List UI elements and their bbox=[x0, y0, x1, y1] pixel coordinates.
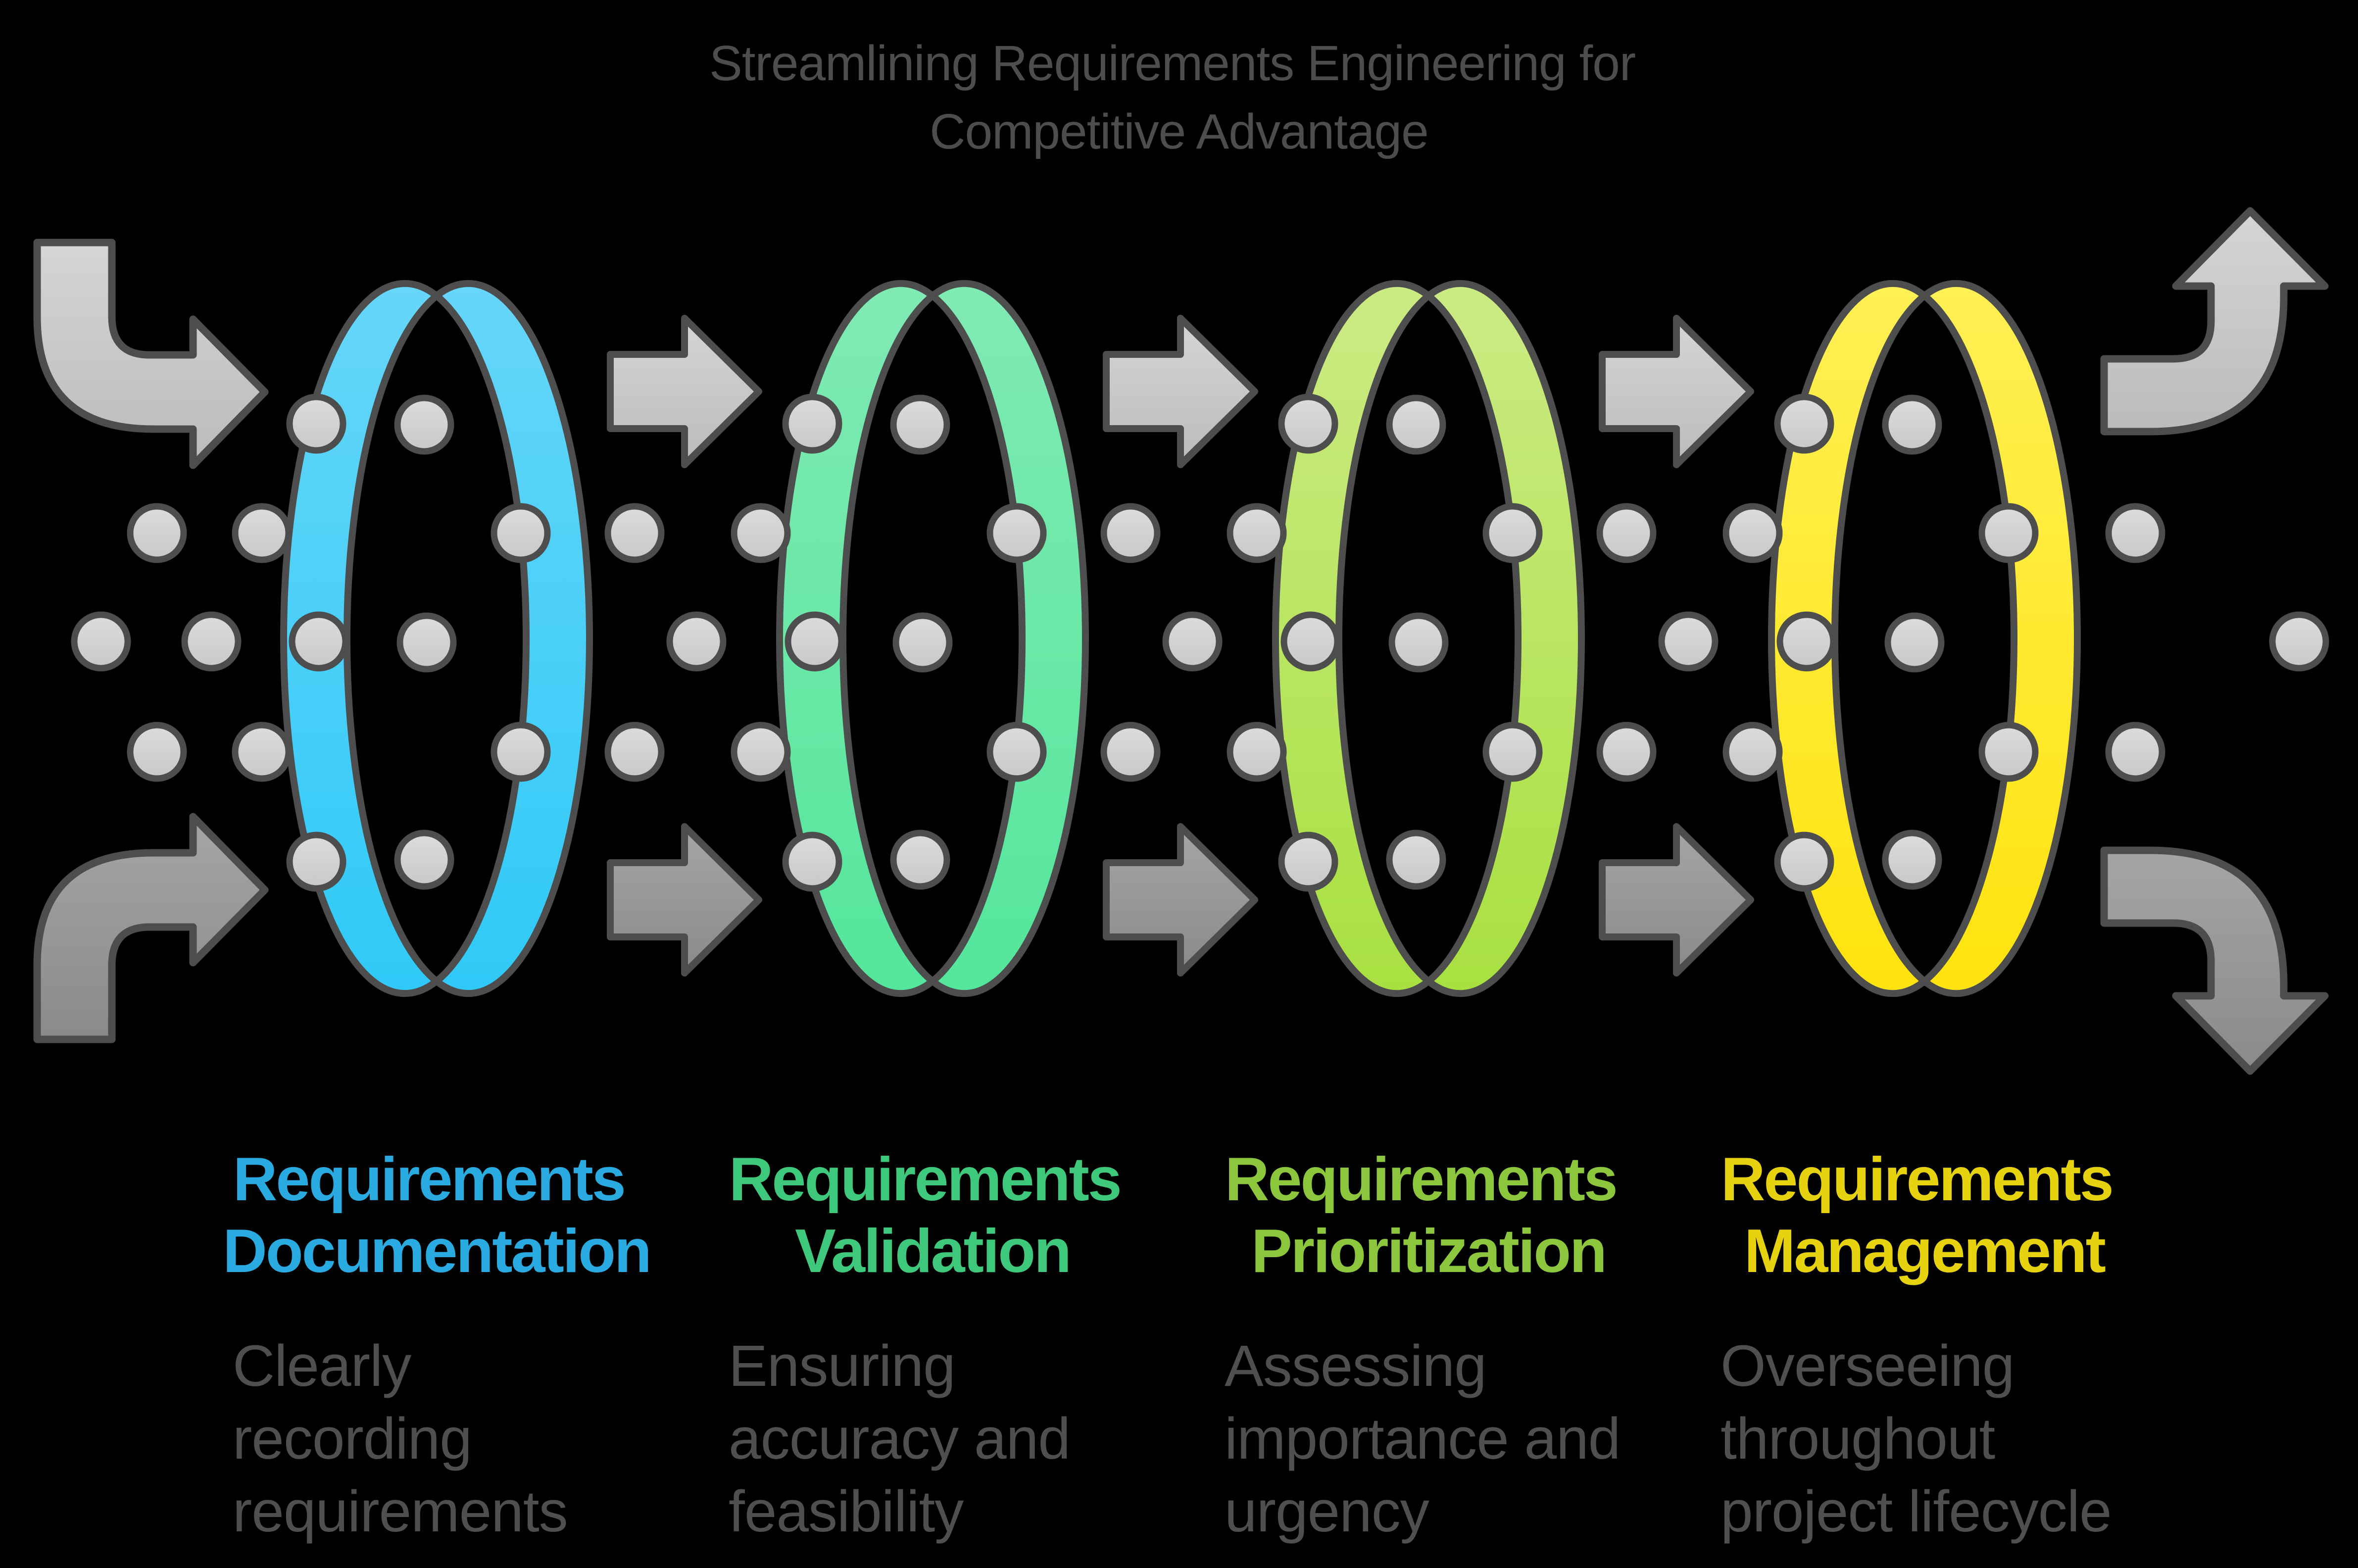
stage-label-line2: Documentation bbox=[223, 1217, 650, 1285]
dot bbox=[1776, 611, 1837, 672]
dot bbox=[394, 830, 454, 890]
stage-desc-line2: throughout bbox=[1720, 1406, 1995, 1471]
stage-label-line1: Requirements bbox=[233, 1145, 625, 1214]
dot bbox=[1388, 612, 1449, 673]
dot bbox=[1658, 611, 1719, 672]
dot bbox=[1482, 722, 1543, 782]
dot bbox=[890, 394, 950, 455]
stage-desc-line1: Clearly bbox=[233, 1333, 411, 1399]
dot bbox=[1774, 393, 1834, 454]
dot bbox=[666, 611, 727, 672]
dot bbox=[1722, 722, 1783, 782]
dot bbox=[396, 612, 457, 673]
stage-desc-line2: recording bbox=[233, 1406, 472, 1471]
dot bbox=[127, 722, 187, 782]
stage-label: Requirements Documentation bbox=[223, 1145, 650, 1285]
stage-desc-line2: accuracy and bbox=[729, 1406, 1070, 1471]
stage-description: Overseeing throughout project lifecycle bbox=[1720, 1333, 2112, 1544]
stage-label-line2: Prioritization bbox=[1251, 1217, 1606, 1285]
dot bbox=[1482, 503, 1543, 563]
dot bbox=[1596, 722, 1657, 782]
dot-field bbox=[71, 393, 2329, 892]
dot bbox=[286, 393, 346, 454]
dot bbox=[286, 832, 346, 892]
dot bbox=[1774, 832, 1834, 892]
stage-label-line1: Requirements bbox=[1721, 1145, 2112, 1214]
dot bbox=[2105, 503, 2165, 563]
dot bbox=[1978, 503, 2039, 563]
dot bbox=[1162, 611, 1223, 672]
dot bbox=[986, 503, 1047, 563]
dot bbox=[1882, 394, 1942, 455]
stage-prioritization: Requirements Prioritization Assessing im… bbox=[1225, 284, 1636, 1544]
stage-desc-line1: Ensuring bbox=[729, 1333, 955, 1399]
dot bbox=[892, 612, 953, 673]
dot bbox=[604, 503, 665, 563]
dot bbox=[491, 503, 551, 563]
stage-validation: Requirements Validation Ensuring accurac… bbox=[729, 284, 1136, 1544]
stage-description: Clearly recording requirements bbox=[233, 1333, 568, 1544]
stage-desc-line1: Overseeing bbox=[1720, 1333, 2014, 1399]
dot bbox=[491, 722, 551, 782]
dot bbox=[731, 503, 791, 563]
dot bbox=[127, 503, 187, 563]
dot bbox=[232, 722, 292, 782]
dot bbox=[604, 722, 665, 782]
dot bbox=[1386, 394, 1446, 455]
dot bbox=[1227, 503, 1287, 563]
dot bbox=[1278, 393, 1338, 454]
dot bbox=[890, 830, 950, 890]
stage-desc-line1: Assessing bbox=[1225, 1333, 1486, 1399]
stage-management: Requirements Management Overseeing throu… bbox=[1720, 284, 2128, 1544]
dot bbox=[181, 611, 242, 672]
dot bbox=[2105, 722, 2165, 782]
curved-arrow-in-bottom-left-icon bbox=[33, 813, 269, 1043]
stage-label-line1: Requirements bbox=[729, 1145, 1121, 1214]
dot bbox=[1100, 722, 1161, 782]
dot bbox=[782, 832, 842, 892]
dot bbox=[1280, 611, 1341, 672]
stage-desc-line3: feasibility bbox=[729, 1479, 964, 1544]
stage-description: Assessing importance and urgency bbox=[1225, 1333, 1636, 1544]
title-line-1: Streamlining Requirements Engineering fo… bbox=[709, 36, 1635, 91]
dot bbox=[394, 394, 454, 455]
curved-arrow-in-top-left-icon bbox=[33, 239, 269, 469]
stage-desc-line2: importance and bbox=[1225, 1406, 1620, 1471]
page-title: Streamlining Requirements Engineering fo… bbox=[709, 36, 1649, 159]
dot bbox=[1100, 503, 1161, 563]
stage-desc-line3: project lifecycle bbox=[1720, 1479, 2112, 1544]
stage-desc-line3: requirements bbox=[233, 1479, 568, 1544]
stage-label: Requirements Prioritization bbox=[1225, 1145, 1632, 1285]
stage-description: Ensuring accuracy and feasibility bbox=[729, 1333, 1086, 1544]
stage-documentation: Requirements Documentation Clearly recor… bbox=[223, 284, 652, 1544]
dot bbox=[1884, 612, 1945, 673]
dot bbox=[2269, 611, 2329, 672]
stage-label: Requirements Management bbox=[1721, 1145, 2128, 1285]
dot bbox=[785, 611, 845, 672]
stage-label-line1: Requirements bbox=[1225, 1145, 1617, 1214]
dot bbox=[1278, 832, 1338, 892]
stage-label: Requirements Validation bbox=[729, 1145, 1136, 1285]
dot bbox=[1596, 503, 1657, 563]
stage-label-line2: Management bbox=[1744, 1217, 2106, 1285]
curved-arrow-out-bottom-right-icon bbox=[2100, 846, 2329, 1075]
curved-arrow-out-top-right-icon bbox=[2100, 207, 2329, 436]
corner-arrows bbox=[33, 207, 2329, 1075]
dot bbox=[986, 722, 1047, 782]
title-line-2: Competitive Advantage bbox=[930, 104, 1428, 159]
dot bbox=[1722, 503, 1783, 563]
dot bbox=[232, 503, 292, 563]
dot bbox=[71, 611, 131, 672]
stage-label-line2: Validation bbox=[795, 1217, 1070, 1285]
stage-desc-line3: urgency bbox=[1225, 1479, 1429, 1544]
dot bbox=[1978, 722, 2039, 782]
dot bbox=[731, 722, 791, 782]
dot bbox=[289, 611, 349, 672]
dot bbox=[1882, 830, 1942, 890]
dot bbox=[1227, 722, 1287, 782]
dot bbox=[1386, 830, 1446, 890]
dot bbox=[782, 393, 842, 454]
